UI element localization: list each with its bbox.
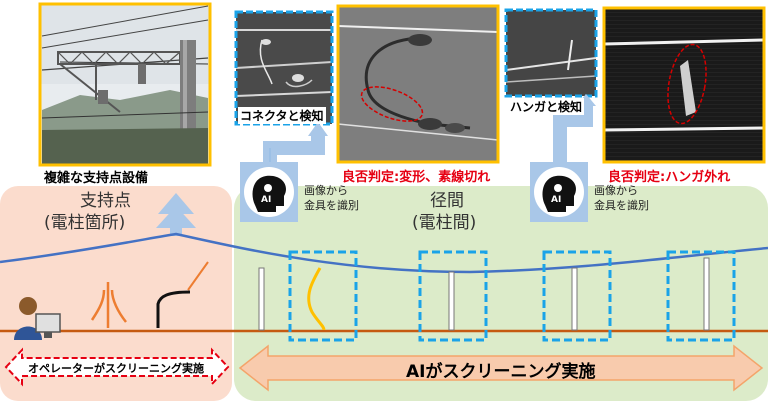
ai-screening-label: AIがスクリーニング実施 — [406, 362, 596, 382]
detection-box-2 — [418, 250, 488, 342]
support-point-photo — [40, 4, 210, 165]
ai-icon-text-2: AI — [551, 195, 562, 205]
support-zone-label-1: 支持点 — [80, 191, 131, 211]
hanger-detail-photo — [603, 8, 765, 162]
span-zone-label-2: (電柱間) — [412, 213, 477, 233]
span-zone-background — [234, 186, 768, 401]
connector-judgement: 良否判定:変形、素線切れ — [342, 170, 491, 185]
hangers — [258, 257, 710, 331]
span-zone-label-1: 径間 — [430, 191, 464, 211]
ai-icon-text-1: AI — [261, 195, 272, 205]
support-photo-caption: 複雑な支持点設備 — [44, 171, 149, 186]
ai-screening-arrow — [238, 344, 764, 392]
hanger-judgement: 良否判定:ハンガ外れ — [608, 170, 731, 185]
ai-node-hanger — [530, 162, 588, 222]
connector-detail-photo-frame — [336, 4, 500, 164]
ai-node-connector — [240, 162, 298, 222]
hanger-photo-caption: ハンガと検知 — [508, 98, 585, 115]
ai-desc-hanger-2: 金具を識別 — [594, 199, 649, 212]
catenary-wire — [0, 232, 768, 274]
connector-detail-photo — [337, 6, 499, 162]
ai-desc-hanger-1: 画像から — [594, 184, 638, 197]
connector-photo — [235, 12, 333, 124]
detection-box-3 — [542, 250, 612, 342]
support-zone-label-2: (電柱箇所) — [44, 213, 126, 233]
support-photo-frame — [38, 2, 212, 167]
connector-photo-frame — [234, 10, 334, 126]
connector-photo-caption: コネクタと検知 — [238, 107, 326, 124]
ai-desc-connector-1: 画像から — [304, 184, 348, 197]
hanger-photo — [505, 10, 597, 96]
ai-desc-connector-2: 金具を識別 — [304, 199, 359, 212]
detection-box-1 — [288, 250, 358, 342]
operator-figure — [14, 297, 61, 340]
hanger-photo-frame — [504, 8, 598, 98]
operator-screening-label: オペレーターがスクリーニング実施 — [28, 362, 204, 375]
support-point-marker — [156, 193, 196, 236]
operator-screening-arrow — [4, 347, 230, 387]
support-zone-background — [0, 186, 232, 401]
hanger-detail-photo-frame — [602, 6, 766, 164]
support-fittings — [90, 261, 209, 328]
detection-box-4 — [666, 250, 736, 342]
